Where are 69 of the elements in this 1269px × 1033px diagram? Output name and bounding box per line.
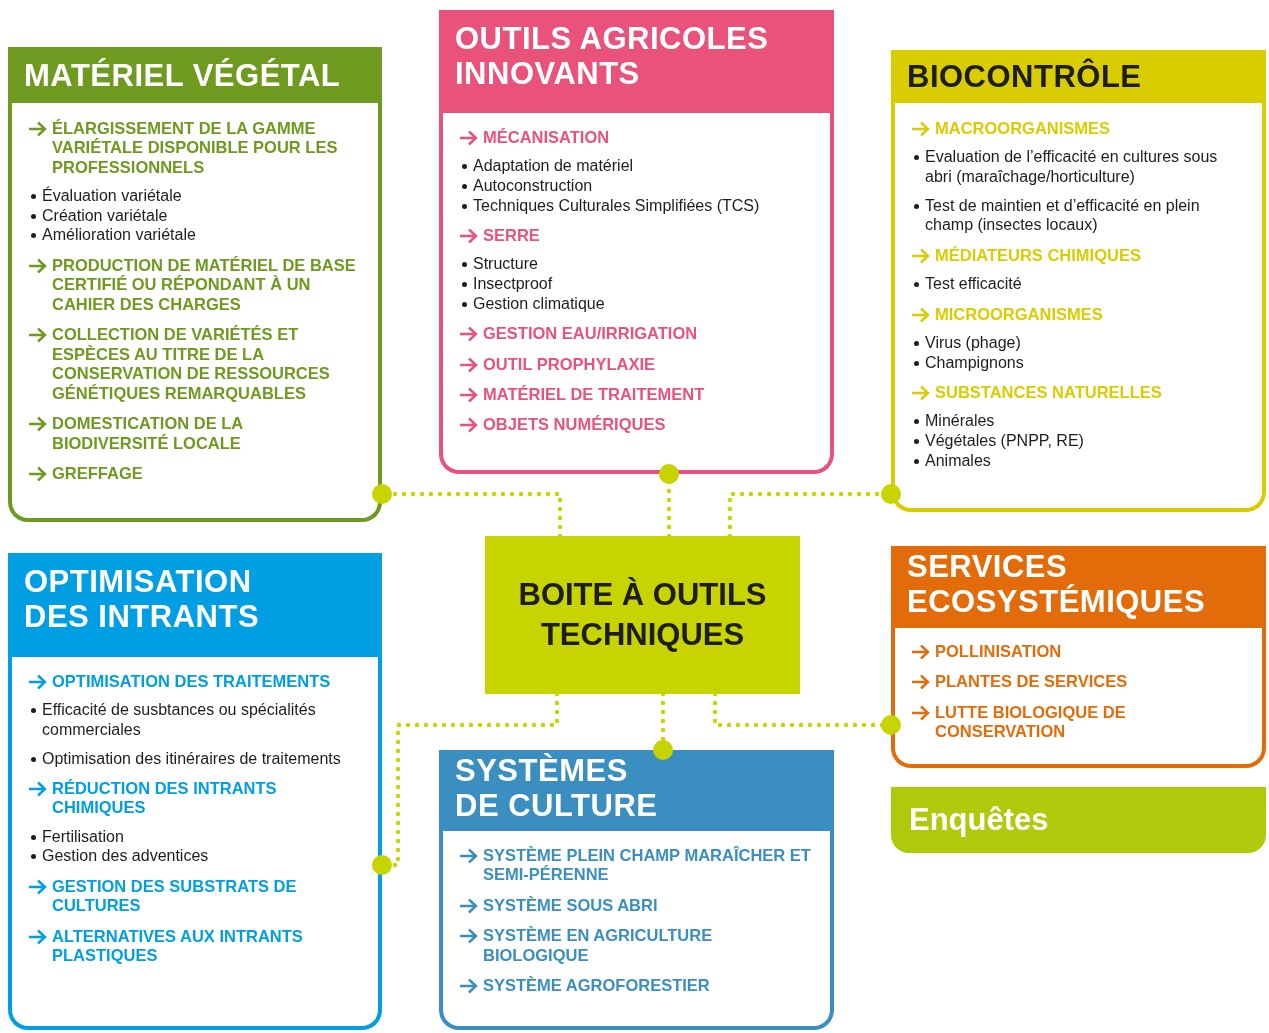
subheading: MICROORGANISMES — [935, 304, 1103, 324]
subheading: MÉCANISATION — [483, 128, 610, 148]
card-heading: BIOCONTRÔLE — [907, 60, 1143, 95]
subheading: PRODUCTION DE MATÉRIEL DE BASE CERTIFIÉ OU RÉPONDANT À UN CAHIER DES CHARGES — [52, 255, 357, 315]
subheading: MÉDIATEURS CHIMIQUES — [935, 245, 1141, 265]
subheading: ÉLARGISSEMENT DE LA GAMME VARIÉTALE DISPONIBLE POUR LES PROFESSIONNELS — [52, 119, 339, 178]
dotted-connector — [372, 484, 563, 539]
list-item: Amélioration variétale — [42, 225, 196, 245]
subheading: MATÉRIEL DE TRAITEMENT — [483, 384, 705, 405]
subheading: PLANTES DE SERVICES — [935, 672, 1128, 692]
subheading: MACROORGANISMES — [935, 119, 1111, 139]
list-item: Création variétale — [42, 205, 168, 226]
subheading: GESTION EAU/IRRIGATION — [483, 324, 698, 344]
subheading: OUTIL PROPHYLAXIE — [483, 354, 656, 374]
list-item: Techniques Culturales Simplifiées (TCS) — [473, 195, 760, 215]
category-banner — [891, 787, 1266, 853]
list-item: Evaluation de l’efficacité en cultures sous abri (maraîchage/horticulture) — [925, 147, 1219, 187]
category-card — [8, 553, 382, 1030]
list-item: Adaptation de matériel — [473, 156, 634, 176]
category-card — [891, 546, 1266, 768]
card-heading: OUTILS AGRICOLES INNOVANTS — [455, 22, 770, 92]
list-item: Minérales — [925, 411, 995, 431]
subheading: SYSTÈME AGROFORESTIER — [483, 976, 710, 996]
dotted-connector — [712, 691, 901, 735]
central-box — [485, 536, 800, 694]
banner-title: Enquêtes — [909, 802, 1049, 838]
subheading: POLLINISATION — [935, 642, 1062, 662]
list-item: Gestion climatique — [473, 293, 605, 314]
subheading: RÉDUCTION DES INTRANTS CHIMIQUES — [52, 779, 278, 818]
subheading: OBJETS NUMÉRIQUES — [483, 415, 666, 435]
subheading: SYSTÈME PLEIN CHAMP MARAÎCHER ET SEMI-PÉRENNE — [483, 846, 812, 885]
card-heading: MATÉRIEL VÉGÉTAL — [24, 59, 342, 94]
subheading: SERRE — [483, 226, 540, 246]
list-item: Virus (phage) — [925, 333, 1021, 353]
dotted-connector — [372, 691, 560, 875]
card-heading: SYSTÈMES DE CULTURE — [455, 754, 659, 824]
card-heading: OPTIMISATION DES INTRANTS — [24, 565, 261, 635]
subheading: SYSTÈME EN AGRICULTURE BIOLOGIQUE — [483, 926, 714, 966]
list-item: Insectproof — [473, 274, 553, 294]
category-card — [891, 50, 1266, 512]
list-item: Efficacité de susbtances ou spécialités commerciales — [42, 700, 317, 740]
dotted-connector — [653, 691, 673, 760]
list-item: Végétales (PNPP, RE) — [925, 431, 1084, 451]
subheading: LUTTE BIOLOGIQUE DE CONSERVATION — [935, 702, 1127, 742]
card-heading: SERVICES ECOSYSTÉMIQUES — [907, 550, 1207, 620]
category-card — [439, 10, 834, 474]
subheading: COLLECTION DE VARIÉTÉS ET ESPÈCES AU TITRE DE LA CONSERVATION DE RESSOURCES GÉNÉTIQUES REMARQUABLES — [52, 325, 331, 404]
list-item: Évaluation variétale — [42, 186, 182, 206]
dotted-connector — [727, 484, 901, 539]
subheading: SYSTÈME SOUS ABRI — [483, 895, 658, 916]
subheading: GREFFAGE — [52, 464, 143, 484]
subheading: DOMESTICATION DE LA BIODIVERSITÉ LOCALE — [52, 414, 244, 454]
list-item: Test efficacité — [925, 274, 1022, 294]
category-card — [439, 750, 834, 1030]
subheading: GESTION DES SUBSTRATS DE CULTURES — [52, 877, 298, 916]
dotted-connector — [659, 464, 679, 539]
list-item: Gestion des adventices — [42, 846, 209, 866]
list-item: Structure — [473, 254, 538, 274]
list-item: Animales — [925, 450, 991, 471]
subheading: ALTERNATIVES AUX INTRANTS PLASTIQUES — [52, 926, 304, 966]
list-item: Champignons — [925, 352, 1024, 372]
list-item: Optimisation des itinéraires de traitements — [42, 748, 341, 768]
list-item: Fertilisation — [42, 826, 124, 847]
category-card — [8, 47, 382, 522]
center-title: BOITE À OUTILS TECHNIQUES — [517, 575, 768, 654]
subheading: OPTIMISATION DES TRAITEMENTS — [52, 672, 331, 692]
subheading: SUBSTANCES NATURELLES — [935, 383, 1162, 403]
list-item: Test de maintien et d’efficacité en plein champ (insectes locaux) — [925, 195, 1201, 235]
list-item: Autoconstruction — [473, 176, 593, 196]
